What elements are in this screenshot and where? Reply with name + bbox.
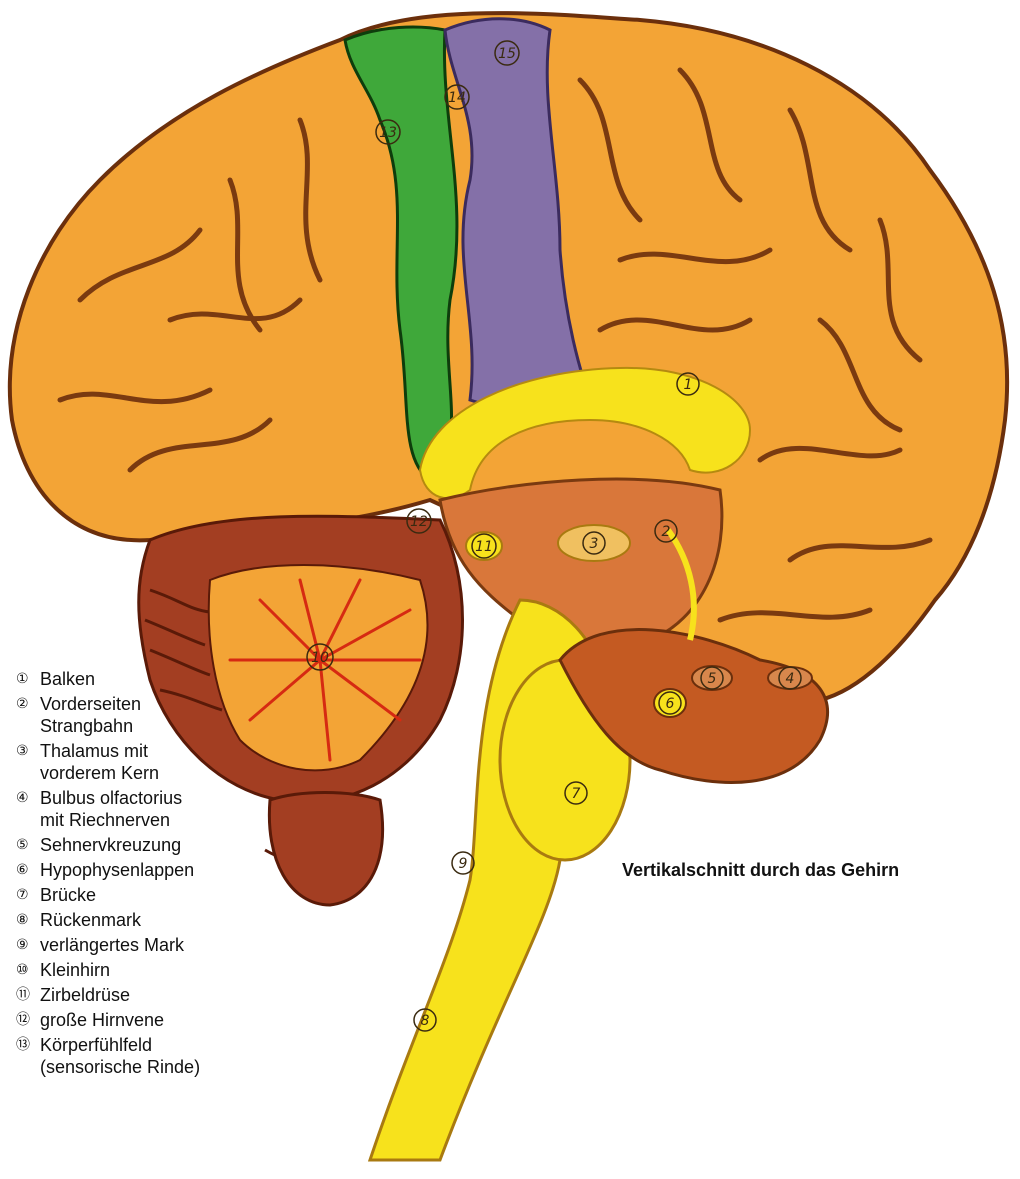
marker-12-label: 12 (410, 514, 428, 530)
legend-line: verlängertes Mark (40, 935, 184, 955)
marker-14-label: 14 (448, 90, 466, 106)
legend-text: große Hirnvene (40, 1009, 256, 1031)
legend-line: Strangbahn (40, 716, 133, 736)
legend-number: ⑤ (16, 834, 40, 856)
legend-text: Sehnervkreuzung (40, 834, 256, 856)
legend-text: Körperfühlfeld(sensorische Rinde) (40, 1034, 256, 1078)
legend-line: mit Riechnerven (40, 810, 170, 830)
legend-number: ⑨ (16, 934, 40, 956)
legend-number: ③ (16, 740, 40, 762)
legend-text: Balken (40, 668, 256, 690)
legend-line: Kleinhirn (40, 960, 110, 980)
legend-line: Vorderseiten (40, 694, 141, 714)
legend-line: Hypophysenlappen (40, 860, 194, 880)
marker-5-label: 5 (708, 671, 717, 687)
legend-text: verlängertes Mark (40, 934, 256, 956)
legend-number: ⑧ (16, 909, 40, 931)
marker-9-label: 9 (459, 856, 468, 872)
legend-text: Brücke (40, 884, 256, 906)
legend-number: ④ (16, 787, 40, 809)
marker-6-label: 6 (666, 696, 675, 712)
marker-10-label: 10 (311, 650, 329, 666)
legend-line: Bulbus olfactorius (40, 788, 182, 808)
legend-line: Zirbeldrüse (40, 985, 130, 1005)
legend-text: Hypophysenlappen (40, 859, 256, 881)
legend-number: ⑦ (16, 884, 40, 906)
legend-line: Balken (40, 669, 95, 689)
legend-number: ① (16, 668, 40, 690)
legend-number: ⑥ (16, 859, 40, 881)
legend-line: (sensorische Rinde) (40, 1057, 200, 1077)
legend-number: ② (16, 693, 40, 715)
legend-text: Zirbeldrüse (40, 984, 256, 1006)
legend-text: Kleinhirn (40, 959, 256, 981)
marker-1-label: 1 (684, 377, 693, 393)
legend-line: Rückenmark (40, 910, 141, 930)
marker-3-label: 3 (590, 536, 599, 552)
legend-line: vorderem Kern (40, 763, 159, 783)
marker-2-label: 2 (662, 524, 671, 540)
lower-cerebellum (269, 793, 382, 906)
legend-number: ⑩ (16, 959, 40, 981)
marker-15-label: 15 (498, 46, 516, 62)
legend-number: ⑬ (16, 1034, 40, 1056)
marker-8-label: 8 (421, 1013, 430, 1029)
legend-number: ⑫ (16, 1009, 40, 1031)
legend-text: Rückenmark (40, 909, 256, 931)
marker-4-label: 4 (786, 671, 795, 687)
legend-line: Brücke (40, 885, 96, 905)
legend-number: ⑪ (16, 984, 40, 1006)
figure-caption: Vertikalschnitt durch das Gehirn (622, 860, 899, 881)
legend-line: Körperfühlfeld (40, 1035, 152, 1055)
marker-7-label: 7 (572, 786, 581, 802)
marker-11-label: 11 (475, 539, 493, 555)
legend-line: Sehnervkreuzung (40, 835, 181, 855)
legend-line: Thalamus mit (40, 741, 148, 761)
marker-13-label: 13 (379, 125, 397, 141)
legend-line: große Hirnvene (40, 1010, 164, 1030)
